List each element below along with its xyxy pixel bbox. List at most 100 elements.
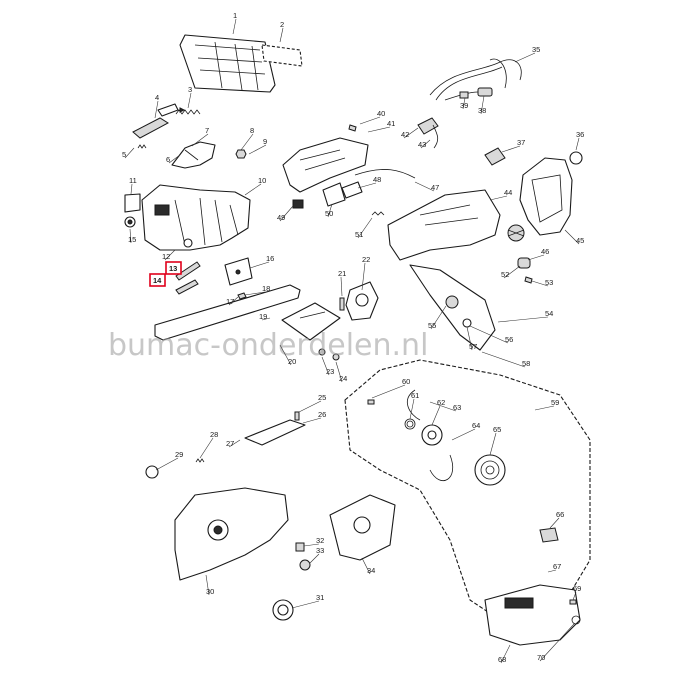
screw-8-part xyxy=(235,149,247,159)
callout-label-2: 2 xyxy=(280,20,284,29)
callout-label-6: 6 xyxy=(166,155,170,164)
screw-69-part xyxy=(569,599,577,605)
callout-label-49: 49 xyxy=(277,213,285,222)
leader-line-31 xyxy=(291,600,320,609)
leader-line-6 xyxy=(168,154,181,164)
leader-line-8 xyxy=(240,133,254,151)
callout-label-5: 5 xyxy=(122,150,126,159)
leader-line-40 xyxy=(359,116,381,125)
leader-line-60 xyxy=(371,384,406,399)
leader-line-23 xyxy=(321,356,330,376)
fuel-line-35-part xyxy=(429,58,522,101)
rear-cover-45-part xyxy=(519,157,573,236)
spring-part xyxy=(175,109,201,115)
callout-label-46: 46 xyxy=(541,247,549,256)
leader-line-55 xyxy=(430,305,447,330)
bolt-53-part xyxy=(524,276,533,284)
throttle-trigger-part xyxy=(132,103,186,139)
callout-label-4: 4 xyxy=(155,93,159,102)
washer-70-part xyxy=(571,615,581,625)
leader-line-45 xyxy=(564,229,580,245)
callout-label-67: 67 xyxy=(553,562,561,571)
callout-label-15: 15 xyxy=(128,235,136,244)
callout-label-10: 10 xyxy=(258,176,266,185)
callout-label-58: 58 xyxy=(522,359,530,368)
callout-label-27: 27 xyxy=(226,439,234,448)
fitting-39-part xyxy=(459,91,469,99)
cap-33-part xyxy=(299,559,311,571)
rear-handle-housing-part xyxy=(141,184,251,251)
callout-label-9: 9 xyxy=(263,137,267,146)
washer-57-part xyxy=(462,318,472,328)
handle-bar-47-part xyxy=(354,169,416,179)
leader-line-66 xyxy=(549,517,560,529)
callout-label-11: 11 xyxy=(129,176,137,185)
leader-line-39 xyxy=(462,97,466,110)
leader-line-59 xyxy=(534,405,555,411)
leader-line-69 xyxy=(572,591,577,601)
callout-label-54: 54 xyxy=(545,309,553,318)
callout-label-30: 30 xyxy=(206,587,214,596)
crankcase-30-part xyxy=(174,487,289,581)
bolt-21-part xyxy=(339,297,345,311)
callout-label-53: 53 xyxy=(545,278,553,287)
callout-label-7: 7 xyxy=(205,126,209,135)
pulley-62-part xyxy=(421,424,443,446)
leader-line-28 xyxy=(199,437,214,459)
leader-line-68 xyxy=(500,644,511,664)
callout-label-31: 31 xyxy=(316,593,324,602)
leader-line-46 xyxy=(527,254,545,261)
leader-line-52 xyxy=(503,265,521,279)
leader-line-25 xyxy=(298,400,322,413)
callout-label-59: 59 xyxy=(551,398,559,407)
callout-label-68: 68 xyxy=(498,655,506,664)
leader-line-65 xyxy=(489,432,497,456)
callout-label-8: 8 xyxy=(250,126,254,135)
damper-spring-part xyxy=(507,224,525,242)
callout-label-47: 47 xyxy=(431,183,439,192)
callout-label-61: 61 xyxy=(411,391,419,400)
leader-line-11 xyxy=(130,183,133,195)
leader-line-24 xyxy=(335,361,343,383)
throttle-cable-43-part xyxy=(432,124,439,149)
callout-label-1: 1 xyxy=(233,11,237,20)
leader-line-9 xyxy=(248,144,267,155)
leader-line-37 xyxy=(501,145,521,153)
leader-line-7 xyxy=(191,133,209,147)
screw-17-part xyxy=(237,292,247,300)
leader-line-48 xyxy=(357,182,377,189)
highlight-box-14 xyxy=(149,273,166,287)
recoil-spring-65-part xyxy=(474,454,506,486)
callout-label-16: 16 xyxy=(266,254,274,263)
callout-label-24: 24 xyxy=(339,374,347,383)
leader-line-30 xyxy=(205,574,210,596)
cover-plate-16-part xyxy=(224,257,253,286)
callout-label-44: 44 xyxy=(504,188,512,197)
starter-housing-68-part xyxy=(484,584,581,646)
callout-label-12: 12 xyxy=(162,252,170,261)
leader-line-35 xyxy=(514,52,536,63)
leader-line-61 xyxy=(409,398,415,420)
leader-line-34 xyxy=(361,557,371,575)
leader-line-54 xyxy=(497,316,549,323)
highlighted-callouts: 13 14 xyxy=(149,261,182,287)
leader-line-64 xyxy=(451,428,476,441)
callout-label-29: 29 xyxy=(175,450,183,459)
leader-line-19 xyxy=(261,317,271,321)
callout-label-45: 45 xyxy=(576,236,584,245)
leader-line-29 xyxy=(155,457,179,471)
callout-label-35: 35 xyxy=(532,45,540,54)
spring-28-part xyxy=(195,458,205,463)
spark-plug-37-part xyxy=(484,147,506,166)
leader-line-53 xyxy=(531,280,549,287)
screw-25-part xyxy=(294,411,300,421)
leader-line-57 xyxy=(466,326,473,351)
callout-label-22: 22 xyxy=(362,255,370,264)
chain-guard-plate-part xyxy=(281,302,341,341)
strainer-32-part xyxy=(295,542,305,552)
leader-line-50 xyxy=(327,203,333,218)
leader-line-38 xyxy=(480,95,485,115)
callout-label-55: 55 xyxy=(428,321,436,330)
